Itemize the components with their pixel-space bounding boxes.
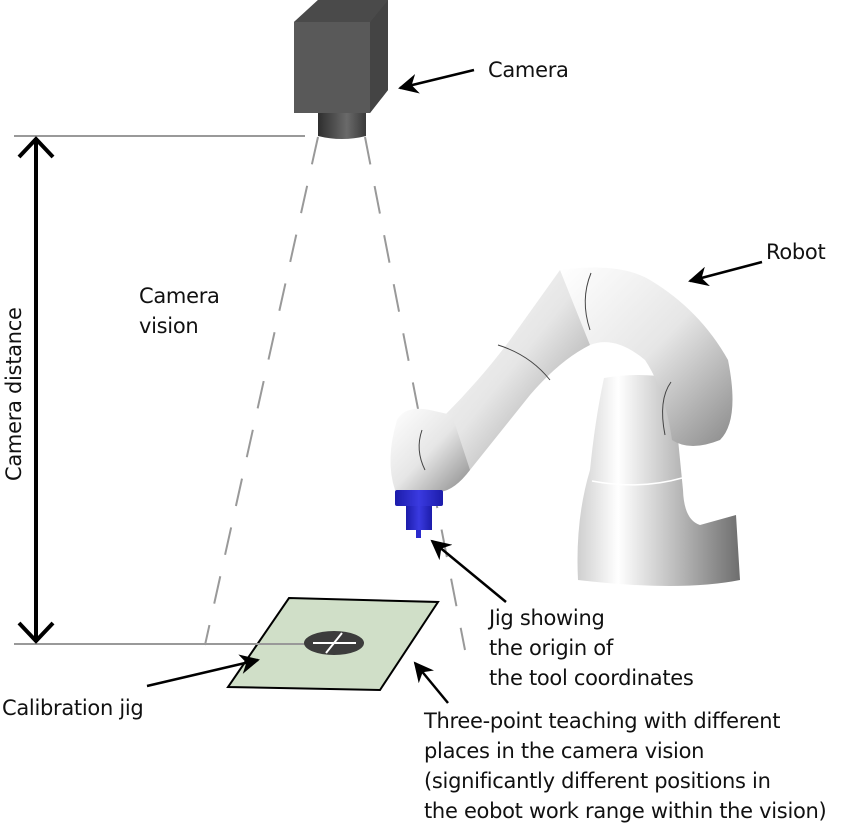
camera-pointer-arrow (398, 68, 475, 94)
three-point-line-4: the eobot work range within the vision) (424, 799, 827, 823)
three-point-line-2: places in the camera vision (424, 739, 705, 763)
three-point-line-3: (significantly different positions in (424, 769, 771, 793)
three-point-teaching-label: Three-point teaching with different plac… (424, 706, 827, 826)
three-point-pointer-arrow (413, 661, 449, 704)
robot-arm-icon (390, 267, 740, 586)
robot-pointer-arrow (688, 260, 763, 287)
tool-jig-line-2: the origin of (489, 636, 613, 660)
camera-vision-line-1: Camera (139, 284, 220, 308)
tool-jig-label: Jig showing the origin of the tool coord… (489, 603, 694, 693)
robot-label: Robot (766, 240, 826, 264)
camera-distance-label: Camera distance (2, 307, 26, 481)
vision-cone (204, 136, 466, 651)
camera-vision-label: Camera vision (139, 281, 220, 341)
calibration-jig-pointer-arrow (146, 654, 260, 688)
calibration-jig-label: Calibration jig (2, 696, 144, 720)
tool-jig-line-1: Jig showing (489, 606, 605, 630)
three-point-line-1: Three-point teaching with different (424, 709, 781, 733)
camera-distance-arrow (17, 136, 55, 644)
tool-jig-pointer-arrow (430, 539, 507, 603)
camera-box-icon (294, 0, 388, 139)
camera-vision-line-2: vision (139, 314, 199, 338)
calibration-plate-icon (226, 596, 440, 692)
camera-label: Camera (488, 58, 569, 82)
tool-jig-line-3: the tool coordinates (489, 666, 694, 690)
